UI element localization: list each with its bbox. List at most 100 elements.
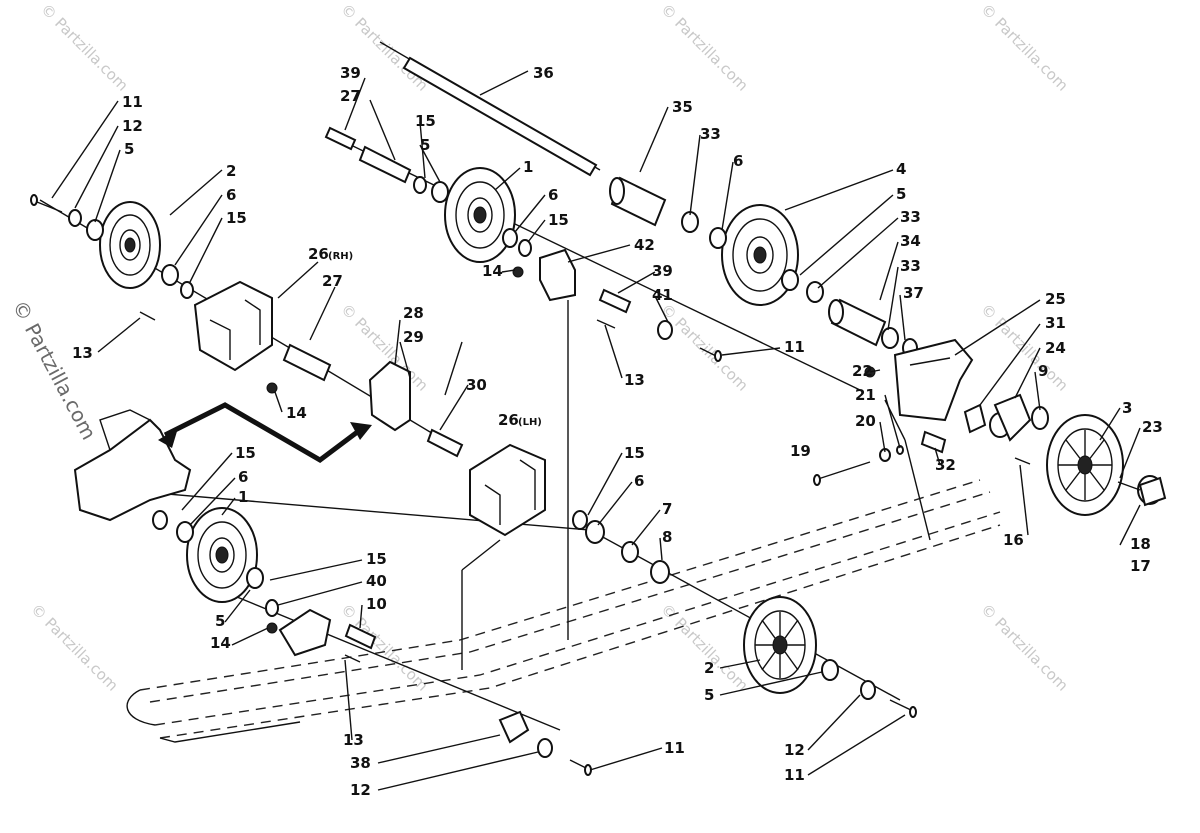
- idler-wheel-1-bottom: [186, 507, 258, 603]
- callout-label: 5: [215, 612, 225, 630]
- arm-left: [73, 418, 192, 522]
- callout-label: 16: [1003, 531, 1024, 549]
- washers: [68, 176, 1163, 758]
- callout-label: 42: [634, 236, 655, 254]
- callout-label: 35: [672, 98, 693, 116]
- callout-label: 11: [784, 338, 805, 356]
- bracket-28: [368, 360, 411, 432]
- slide-rail: [126, 479, 1001, 743]
- callout-label: 6: [733, 152, 743, 170]
- callout-label: 11: [122, 93, 143, 111]
- callout-label: 2: [704, 659, 714, 677]
- callout-label: 34: [900, 232, 921, 250]
- callout-label: 32: [935, 456, 956, 474]
- callout-label: 11: [784, 766, 805, 784]
- callout-label: 17: [1130, 557, 1151, 575]
- callout-label: 28: [403, 304, 424, 322]
- block-38: [498, 710, 530, 744]
- cap-17: [1138, 476, 1167, 507]
- callout-label: 5: [124, 140, 134, 158]
- callout-label: 22: [852, 362, 873, 380]
- watermark: © Partzilla.com: [37, 0, 132, 95]
- callout-label: 15: [415, 112, 436, 130]
- callout-label: 15: [235, 444, 256, 462]
- callout-label: 9: [1038, 362, 1048, 380]
- callout-label: 39: [340, 64, 361, 82]
- callout-label: 1: [523, 158, 533, 176]
- callout-label: 23: [1142, 418, 1163, 436]
- callout-label: 5: [896, 185, 906, 203]
- arrow-head-left: [158, 428, 178, 448]
- callout-label: 24: [1045, 339, 1066, 357]
- bracket-26-lh: [469, 443, 546, 537]
- arrow-head-right: [350, 422, 372, 440]
- callout-label: 2: [226, 162, 236, 180]
- callout-label: 36: [533, 64, 554, 82]
- callout-tag: (RH): [328, 251, 353, 262]
- axle-shaft: [402, 56, 598, 177]
- callout-label: 3: [1122, 399, 1132, 417]
- callout-label: 5: [704, 686, 714, 704]
- clamp-31: [963, 403, 987, 434]
- callout-label: 15: [624, 444, 645, 462]
- brackets: [73, 248, 1167, 744]
- callout-label: 15: [548, 211, 569, 229]
- callout-label: 13: [343, 731, 364, 749]
- callout-label: 38: [350, 754, 371, 772]
- callout-label: 33: [700, 125, 721, 143]
- callout-label: 30: [466, 376, 487, 394]
- bolts: [30, 194, 1141, 776]
- callout-label: 7: [662, 500, 672, 518]
- callout-label: 11: [664, 739, 685, 757]
- callout-label: 20: [855, 412, 876, 430]
- idler-wheel-3: [1046, 414, 1124, 516]
- callout-label: 6: [548, 186, 558, 204]
- watermark: © Partzilla.com: [27, 600, 122, 695]
- callout-label: 5: [420, 136, 430, 154]
- idler-wheel-4: [721, 204, 799, 306]
- callout-tag: (LH): [518, 417, 542, 428]
- callout-label: 26: [308, 245, 329, 263]
- callout-label: 29: [403, 328, 424, 346]
- callout-label: 15: [366, 550, 387, 568]
- callout-labels: 11 12 5 2 6 15 13 14 26 (RH) 27 39 27 15…: [72, 64, 1163, 799]
- callout-label: 8: [662, 528, 672, 546]
- watermark: © Partzilla.com: [657, 300, 752, 395]
- callout-label: 33: [900, 257, 921, 275]
- direction-arrow: [163, 402, 362, 463]
- plate-25: [893, 338, 974, 422]
- watermark: © Partzilla.com: [977, 600, 1072, 695]
- callout-label: 6: [226, 186, 236, 204]
- watermark: © Partzilla.com: [977, 0, 1072, 95]
- spacer-tubes: [282, 126, 947, 650]
- callout-label: 21: [855, 386, 876, 404]
- callout-label: 15: [226, 209, 247, 227]
- callout-label: 12: [784, 741, 805, 759]
- watermark-side: © Partzilla.com: [8, 296, 102, 444]
- watermark: © Partzilla.com: [337, 600, 432, 695]
- bracket-26-rh: [193, 280, 273, 372]
- callout-label: 12: [350, 781, 371, 799]
- hub-24: [993, 393, 1032, 442]
- callout-label: 12: [122, 117, 143, 135]
- callout-label: 13: [624, 371, 645, 389]
- guide-lines: [461, 300, 931, 670]
- idler-wheel-1-top: [444, 167, 516, 263]
- callout-label: 6: [634, 472, 644, 490]
- callout-label: 14: [210, 634, 231, 652]
- callout-label: 39: [652, 262, 673, 280]
- callout-label: 4: [896, 160, 906, 178]
- bracket-42: [539, 248, 576, 302]
- callout-label: 1: [238, 488, 248, 506]
- callout-label: 33: [900, 208, 921, 226]
- callout-label: 26: [498, 411, 519, 429]
- callout-label: 27: [322, 272, 343, 290]
- callout-label: 14: [286, 404, 307, 422]
- callout-label: 10: [366, 595, 387, 613]
- callout-label: 40: [366, 572, 387, 590]
- idler-wheel-2-top: [99, 201, 161, 289]
- callout-label: 13: [72, 344, 93, 362]
- callout-label: 6: [238, 468, 248, 486]
- idler-wheel-2-bottom: [743, 596, 817, 694]
- arm-40: [278, 608, 332, 657]
